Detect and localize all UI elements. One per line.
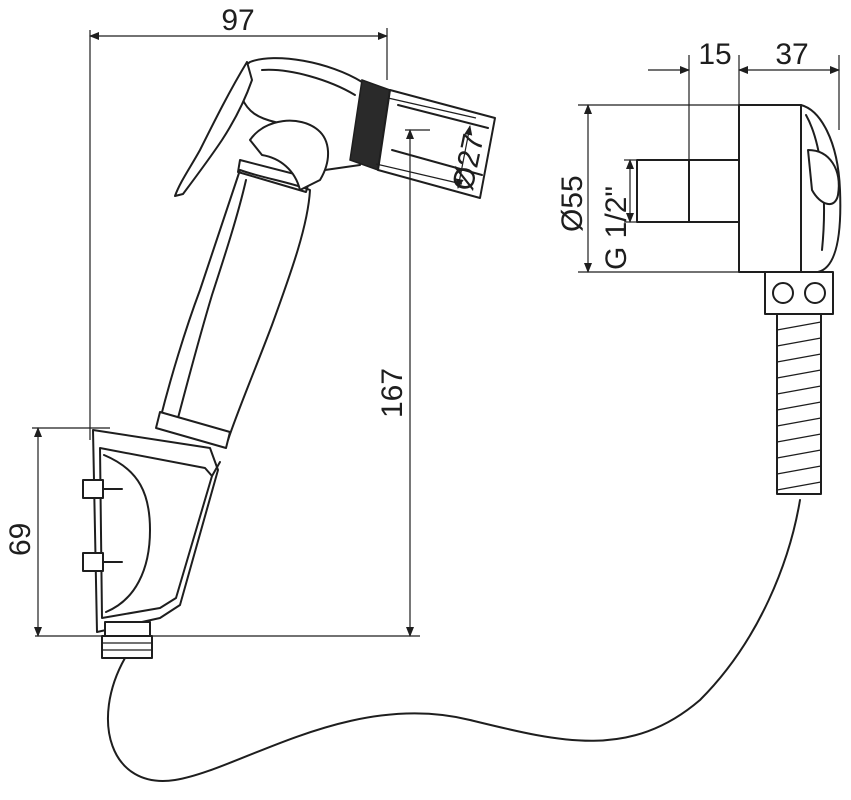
dimension-holder-height: 69 [4,427,110,637]
hose-spiral [776,313,822,495]
dim-thread-size-label: G 1/2" [600,186,633,270]
spray-handle [155,159,311,449]
dimension-flange-diameter: Ø55 [556,104,765,273]
dim-holder-height-label: 69 [4,523,37,556]
threaded-inlet [636,159,740,223]
hose-nut [764,271,834,315]
spray-head [174,57,496,199]
flexible-hose [106,499,801,782]
bracket-head [800,104,842,273]
dim-flange-diameter-label: Ø55 [556,175,589,232]
flange-plate [738,104,802,273]
dim-bracket-depth-label: 15 [698,38,731,71]
wall-holder [82,429,221,633]
dim-overall-width-label: 97 [221,4,254,37]
hand-spray-side-view [82,57,496,659]
wall-bracket-side-view [636,104,842,495]
dim-head-depth-label: 37 [775,38,808,71]
dim-overall-height-label: 167 [376,368,409,418]
dimension-thread-size: G 1/2" [600,159,637,270]
dimension-overall-height: 167 [35,129,430,637]
dimension-overall-width: 97 [89,4,388,440]
dimension-bracket-depth: 15 37 [648,38,840,222]
hose-connector [101,621,153,659]
